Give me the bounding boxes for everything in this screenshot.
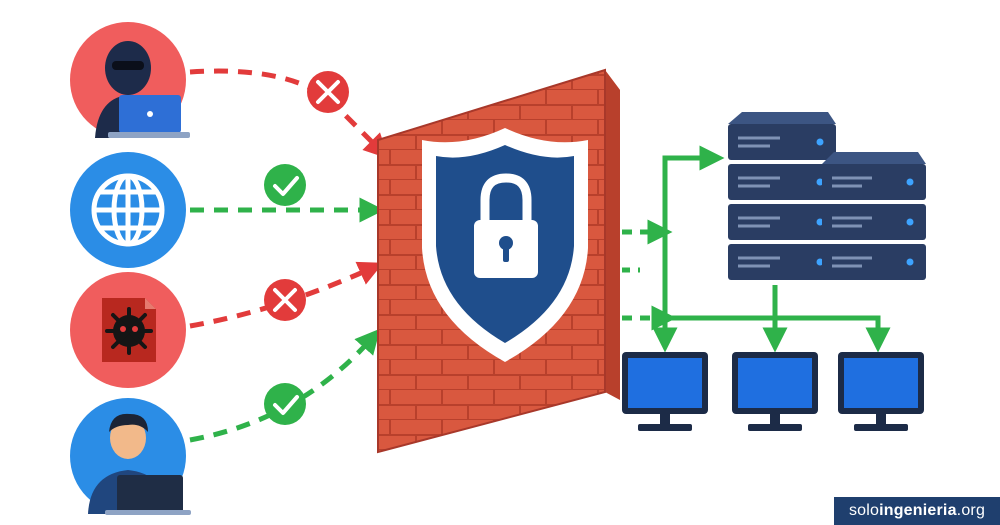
site-watermark: soloingenieria.org	[834, 497, 1000, 525]
server-stack-short	[822, 152, 926, 280]
globe-icon	[91, 173, 165, 247]
lock-icon	[474, 173, 538, 278]
watermark-prefix: solo	[848, 502, 880, 519]
computer-monitor	[732, 352, 818, 431]
malware-icon	[102, 298, 156, 362]
user-icon	[88, 413, 191, 515]
outbound-connectors	[622, 145, 891, 353]
blocked-x-icon	[264, 279, 306, 321]
blocked-path-hacker	[189, 68, 389, 159]
hacker-icon	[95, 41, 190, 138]
hacker-source	[70, 22, 190, 138]
computer-monitor	[838, 352, 924, 431]
watermark-main: ingenieria	[879, 502, 957, 519]
allowed-check-icon	[264, 164, 306, 206]
server-stack-tall	[728, 112, 836, 280]
user-source	[70, 398, 191, 515]
computer-monitor	[622, 352, 708, 431]
malware-source	[70, 272, 186, 388]
blocked-x-icon	[307, 71, 349, 113]
allowed-check-icon	[264, 383, 306, 425]
globe-source	[70, 152, 186, 268]
watermark-suffix: .org	[956, 502, 986, 519]
